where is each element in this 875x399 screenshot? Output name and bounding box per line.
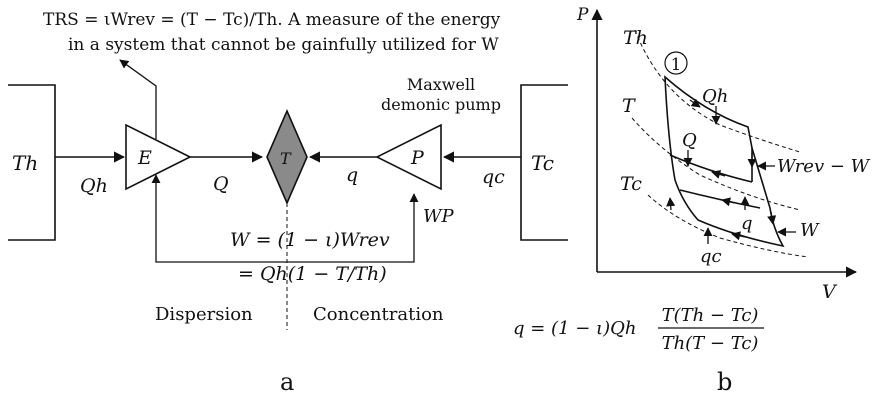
x-axis-label: V [822, 281, 838, 303]
panel-b: P V Th T Tc 1 Qh Q Wrev − W q [513, 5, 871, 396]
caption-b: b [717, 368, 732, 396]
concentration-label: Concentration [313, 304, 444, 325]
cold-reservoir-bracket [520, 84, 568, 241]
isotherm-tc-label: Tc [620, 173, 642, 195]
qh-label: Qh [80, 175, 108, 197]
hot-reservoir-label: Th [12, 151, 38, 175]
caption-a: a [280, 368, 294, 396]
state-marker [664, 51, 688, 75]
y-axis-label: P [576, 5, 589, 25]
q-formula-num: T(Th − Tc) [662, 305, 759, 326]
cold-reservoir-label: Tc [531, 151, 554, 175]
cycle-arrow-right [767, 211, 777, 225]
q-formula-lhs: q = (1 − ι)Qh [513, 318, 636, 339]
cycle-arrow-left [666, 197, 676, 211]
Q-label: Q [213, 173, 229, 195]
q-label: q [346, 164, 358, 186]
loss-arrow [119, 59, 157, 139]
cycle-mid-upper [669, 154, 753, 183]
Q-label-b: Q [682, 130, 697, 151]
isotherm-tc [647, 194, 809, 258]
pump-caption-line2: demonic pump [381, 95, 501, 114]
wp-label: WP [423, 206, 455, 227]
central-label: T [280, 149, 292, 168]
qc-label-b: qc [700, 246, 722, 267]
top-note-line1: TRS = ιWrev = (T − Tc)/Th. A measure of … [43, 10, 501, 30]
dispersion-label: Dispersion [155, 304, 253, 325]
isotherm-t-label: T [622, 95, 636, 117]
cycle-mid-lower [679, 189, 761, 209]
cycle-arrow-mid1 [711, 170, 726, 179]
work-eq-line1: W = (1 − ι)Wrev [230, 229, 390, 251]
wrev-label: Wrev − W [777, 156, 871, 177]
engine-triangle [125, 123, 192, 191]
cycle-arrow-bottom [731, 231, 746, 241]
pump-caption-line1: Maxwell [407, 75, 475, 94]
state-marker-label: 1 [671, 55, 682, 75]
work-eq-line2: = Qh(1 − T/Th) [238, 263, 387, 285]
w-label-b: W [800, 220, 820, 241]
pump-triangle [375, 123, 442, 191]
cycle-arrow-top [689, 98, 701, 108]
hot-reservoir-bracket [8, 84, 56, 241]
q-formula-den: Th(T − Tc) [662, 333, 759, 354]
engine-label: E [137, 147, 152, 169]
cycle-arrow-mid2 [721, 197, 736, 207]
top-note-line2: in a system that cannot be gainfully uti… [68, 35, 499, 55]
work-line [151, 174, 419, 263]
isotherm-th [634, 29, 801, 153]
panel-a: TRS = ιWrev = (T − Tc)/Th. A measure of … [8, 10, 568, 396]
qh-label-b: Qh [702, 86, 728, 107]
isotherm-th-label: Th [623, 27, 648, 49]
qc-label: qc [482, 166, 505, 188]
q-label-b: q [741, 213, 753, 234]
isotherm-t [631, 117, 801, 211]
pump-label: P [410, 147, 425, 169]
